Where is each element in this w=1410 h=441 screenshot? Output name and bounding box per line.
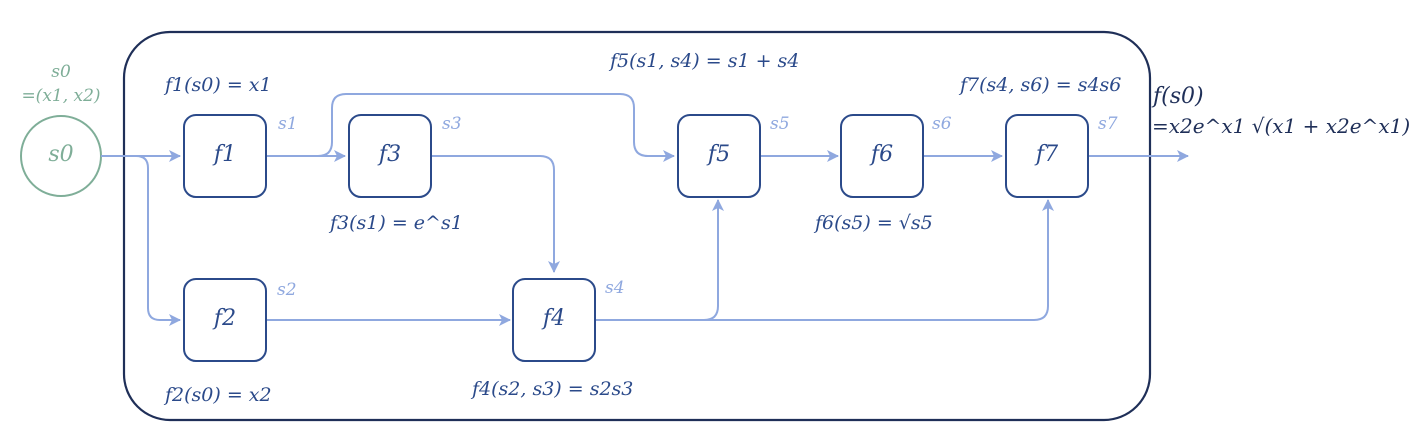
- input-node-label: s0: [48, 142, 74, 167]
- edge-label-s1: s1: [278, 114, 298, 134]
- edge-label-s3: s3: [442, 114, 462, 134]
- edge-s0-f2: [101, 155, 181, 326]
- function-label-f6: f6(s5) = √s5: [815, 212, 933, 234]
- node-f1: [183, 114, 267, 198]
- node-f2-label: f2: [213, 306, 237, 331]
- edge-f1-f5: [266, 93, 675, 162]
- function-label-f3: f3(s1) = e^s1: [330, 212, 463, 234]
- node-f2: [183, 278, 267, 362]
- function-label-f2: f2(s0) = x2: [165, 384, 272, 406]
- node-f7-label: f7: [1035, 142, 1059, 167]
- edge-f4-f5: [595, 199, 724, 321]
- output-label-line1: f(s0): [1153, 84, 1204, 109]
- node-f5-label: f5: [707, 142, 731, 167]
- edges: [101, 93, 1189, 326]
- node-f6: [840, 114, 924, 198]
- edge-f3-f4: [431, 155, 560, 273]
- node-f3: [348, 114, 432, 198]
- function-label-f1: f1(s0) = x1: [165, 74, 272, 96]
- output-label-line2: =x2e^x1 √(x1 + x2e^x1): [1152, 114, 1410, 138]
- node-f7: [1005, 114, 1089, 198]
- node-f3-label: f3: [378, 142, 402, 167]
- function-label-f4: f4(s2, s3) = s2s3: [472, 378, 634, 400]
- node-f5: [677, 114, 761, 198]
- function-frame: [122, 30, 1152, 422]
- nodes: [183, 114, 1089, 362]
- node-f4: [512, 278, 596, 362]
- function-label-f5: f5(s1, s4) = s1 + s4: [610, 50, 800, 72]
- node-f6-label: f6: [870, 142, 894, 167]
- edge-label-s2: s2: [277, 280, 297, 300]
- input-caption-line2: =(x1, x2): [21, 86, 101, 106]
- edge-label-s6: s6: [932, 114, 952, 134]
- input-caption-line1: s0: [51, 62, 71, 82]
- node-f4-label: f4: [542, 306, 566, 331]
- node-f1-label: f1: [213, 142, 237, 167]
- edge-f4-f7: [595, 199, 1054, 321]
- edge-label-s7: s7: [1098, 114, 1118, 134]
- edge-label-s5: s5: [770, 114, 790, 134]
- edge-label-s4: s4: [605, 278, 625, 298]
- function-label-f7: f7(s4, s6) = s4s6: [960, 74, 1122, 96]
